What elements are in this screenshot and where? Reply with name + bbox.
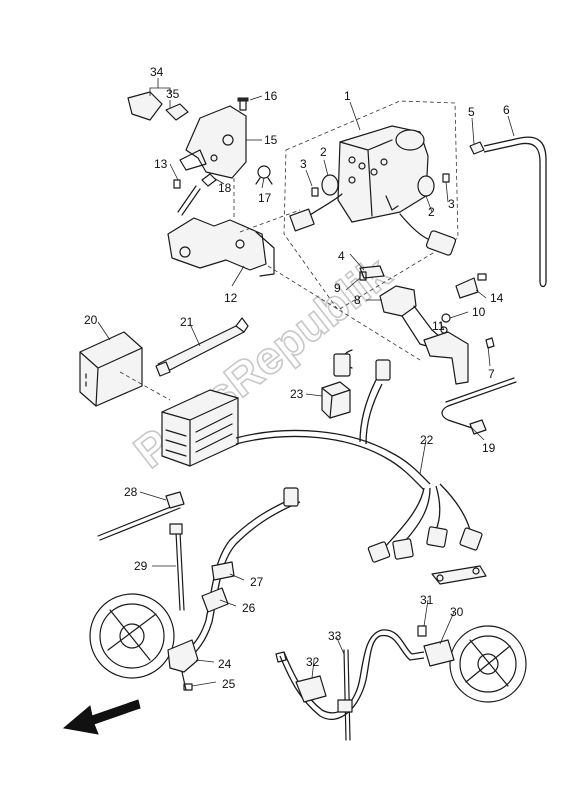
callout-27: 27 xyxy=(250,575,264,589)
callout-9: 9 xyxy=(334,281,341,295)
callout-19: 19 xyxy=(482,441,496,455)
callout-28: 28 xyxy=(124,485,138,499)
callout-20: 20 xyxy=(84,313,98,327)
callout-35: 35 xyxy=(166,87,180,101)
callout-10: 10 xyxy=(472,305,486,319)
callout-30: 30 xyxy=(450,605,464,619)
callout-33: 33 xyxy=(328,629,342,643)
callout-21: 21 xyxy=(180,315,194,329)
callout-6: 6 xyxy=(503,103,510,117)
callout-29: 29 xyxy=(134,559,148,573)
callout-26: 26 xyxy=(242,601,256,615)
callout-8: 8 xyxy=(354,293,361,307)
callout-22: 22 xyxy=(420,433,434,447)
callout-34: 34 xyxy=(150,65,164,79)
callout-2a: 2 xyxy=(320,145,327,159)
cable-ties xyxy=(97,491,185,611)
callout-11: 11 xyxy=(432,319,445,333)
callout-23: 23 xyxy=(290,387,304,401)
callout-7: 7 xyxy=(488,367,495,381)
callout-12: 12 xyxy=(224,291,238,305)
callout-3a: 3 xyxy=(300,157,307,171)
callout-32: 32 xyxy=(306,655,320,669)
front-wheel-sensor xyxy=(89,487,301,691)
callout-2b: 2 xyxy=(428,205,435,219)
callout-18: 18 xyxy=(218,181,232,195)
callout-31: 31 xyxy=(420,593,434,607)
callout-17: 17 xyxy=(258,191,272,205)
callout-1: 1 xyxy=(344,89,351,103)
abs-unit-group xyxy=(283,100,459,311)
callout-3b: 3 xyxy=(448,197,455,211)
bracket-assembly xyxy=(127,91,421,361)
rear-wheel-sensor xyxy=(275,625,527,741)
callout-15: 15 xyxy=(264,133,278,147)
callout-16: 16 xyxy=(264,89,278,103)
direction-arrow-icon xyxy=(62,699,141,735)
callout-25: 25 xyxy=(222,677,236,691)
sensor-19 xyxy=(441,377,517,435)
callout-14: 14 xyxy=(490,291,504,305)
callout-4: 4 xyxy=(338,249,345,263)
callout-5: 5 xyxy=(468,105,475,119)
brake-pipe xyxy=(469,136,547,288)
callout-labels: 1 2 2 3 3 4 5 6 7 8 9 10 11 12 13 14 15 … xyxy=(84,65,510,691)
main-harness xyxy=(235,349,487,585)
leader-lines xyxy=(97,78,515,687)
callout-24: 24 xyxy=(218,657,232,671)
ecu-group xyxy=(79,317,249,467)
callout-13: 13 xyxy=(154,157,168,171)
